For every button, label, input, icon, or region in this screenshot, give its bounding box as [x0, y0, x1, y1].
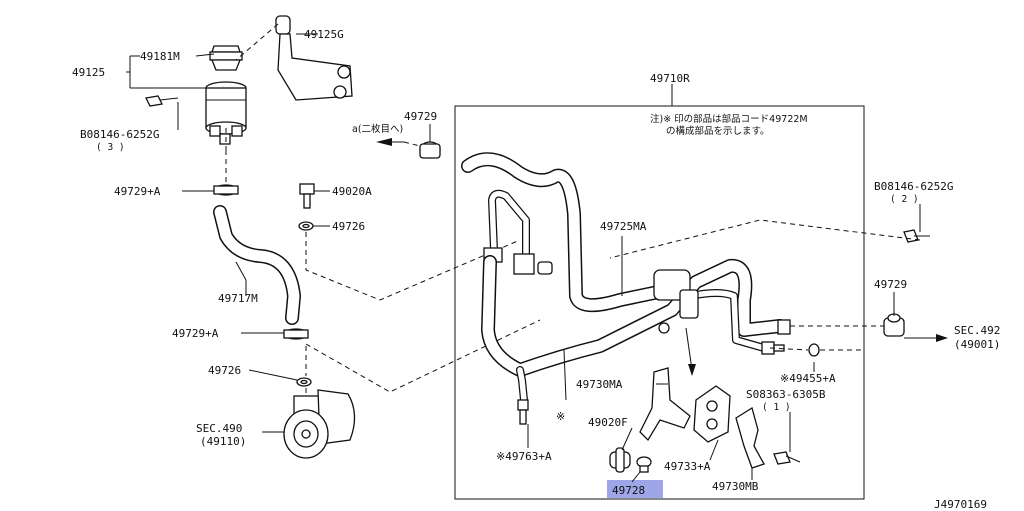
label-49730MA: 49730MA	[576, 378, 623, 391]
sensor-49763[interactable]	[517, 399, 529, 425]
label-49729-a1: 49729+A	[114, 185, 161, 198]
arrow-sec492	[904, 334, 948, 342]
bracket-49730MA[interactable]	[639, 367, 691, 442]
label-49455: ※49455+A	[780, 372, 836, 385]
clamp-49729-right[interactable]	[883, 313, 905, 337]
label-08146-right: B08146-6252G	[874, 180, 953, 193]
bolt-top-left[interactable]	[145, 95, 179, 107]
label-49729-top: 49729	[404, 110, 437, 123]
leaders-right	[429, 84, 921, 483]
assembly-frame	[454, 105, 865, 500]
note-line-2: の構成部品を示します。	[666, 125, 770, 137]
washer-49726-1[interactable]	[298, 221, 314, 231]
bolt-49020A[interactable]	[299, 183, 315, 209]
reservoir-bracket[interactable]	[275, 15, 353, 101]
note-line-1: 注)※ 印の部品は部品コード49722M	[650, 113, 808, 125]
label-49020F: 49020F	[588, 416, 628, 429]
label-49020A: 49020A	[332, 185, 372, 198]
diagram-id: J4970169	[934, 498, 987, 511]
label-08363-qty: ( 1 )	[762, 402, 791, 413]
label-08146-left-qty: ( 3 )	[96, 142, 125, 153]
clamp-49733[interactable]	[693, 385, 731, 443]
bolt-bracket-small[interactable]	[658, 322, 670, 334]
label-sec492[interactable]: SEC.492	[954, 324, 1000, 337]
clamp-lower[interactable]	[283, 328, 309, 340]
label-49717M: 49717M	[218, 292, 258, 305]
oring-49455[interactable]	[808, 343, 820, 357]
power-steering-pump[interactable]	[283, 389, 356, 459]
label-08146-right-qty: ( 2 )	[890, 194, 919, 205]
label-49181M: 49181M	[140, 50, 180, 63]
label-49763: ※49763+A	[496, 450, 552, 463]
clamp-49729-top[interactable]	[419, 141, 441, 159]
label-star-marker: ※	[556, 410, 565, 423]
hose-lower-left-segment[interactable]	[516, 366, 528, 404]
label-ref-a[interactable]: a(二枚目へ)	[352, 123, 403, 135]
bolt-08363[interactable]	[773, 451, 801, 465]
label-49710R: 49710R	[650, 72, 690, 85]
arrow-ref-a	[376, 138, 421, 147]
washer-49726-2[interactable]	[296, 377, 312, 387]
bracket-49730MB[interactable]	[735, 406, 765, 469]
label-49729-right: 49729	[874, 278, 907, 291]
label-49729-a2: 49729+A	[172, 327, 219, 340]
label-49733: 49733+A	[664, 460, 711, 473]
highlight-49728[interactable]	[607, 480, 663, 498]
label-sec492-sub: (49001)	[954, 338, 1000, 351]
label-49725MA: 49725MA	[600, 220, 647, 233]
label-49728[interactable]: 49728	[612, 484, 645, 497]
reservoir-cap[interactable]	[209, 45, 243, 71]
reservoir-tank[interactable]	[205, 81, 247, 145]
label-sec490[interactable]: SEC.490	[196, 422, 242, 435]
return-hose-49725MA[interactable]	[461, 152, 675, 313]
label-49125: 49125	[72, 66, 105, 79]
label-49125G: 49125G	[304, 28, 344, 41]
clamp-upper[interactable]	[213, 184, 239, 196]
suction-hose[interactable]	[213, 205, 301, 325]
grommet-49020F[interactable]	[609, 447, 631, 473]
washer-49728[interactable]	[636, 456, 652, 473]
label-49730MB: 49730MB	[712, 480, 759, 493]
label-sec490-sub: (49110)	[200, 435, 246, 448]
label-08146-left: B08146-6252G	[80, 128, 159, 141]
pressure-hose-lower[interactable]	[481, 255, 791, 377]
label-49726-1: 49726	[332, 220, 365, 233]
bolt-top-right[interactable]	[903, 229, 930, 243]
label-08363: S08363-6305B	[746, 388, 826, 401]
pressure-tube[interactable]	[483, 189, 553, 275]
label-49726-2: 49726	[208, 364, 241, 377]
